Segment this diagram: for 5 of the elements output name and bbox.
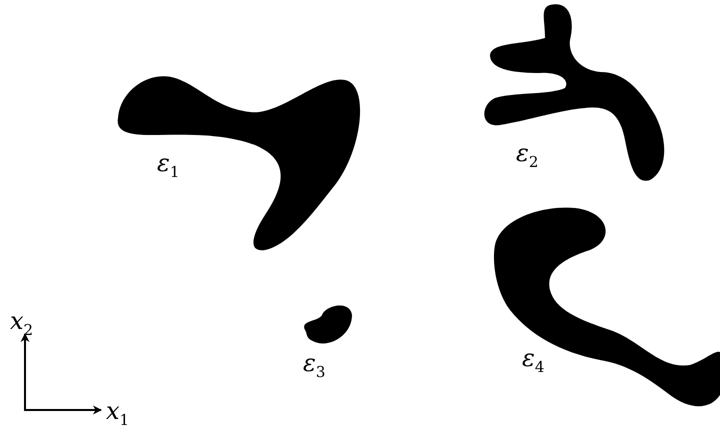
region-label: ε$_{2}$: [516, 140, 538, 173]
region-label: ε$_{1}$: [157, 150, 180, 183]
region-label: ε$_{3}$: [303, 350, 326, 383]
region-label: ε$_{4}$: [522, 345, 544, 378]
axis-label: x$_{1}$: [106, 398, 130, 429]
